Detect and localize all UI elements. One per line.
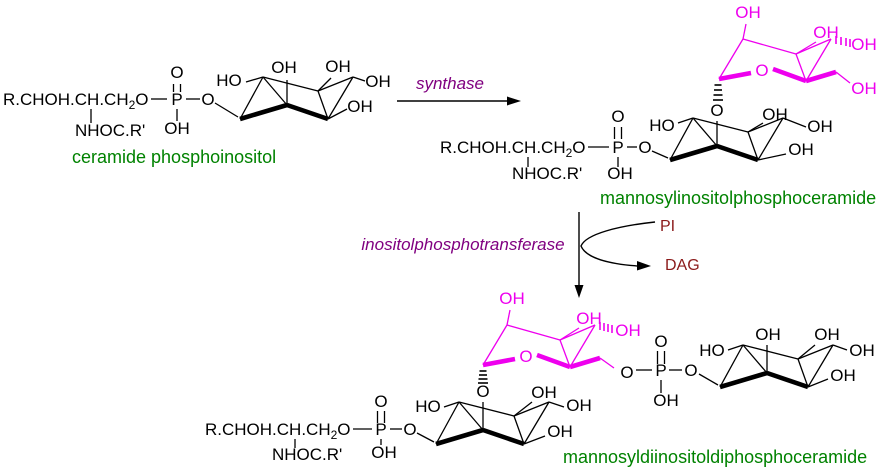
atom-oh: OH [164,119,190,138]
reaction-step-2: inositolphosphotransferase PI DAG [361,212,700,298]
atom-oh: OH [615,321,641,340]
atom-oh: OH [531,383,557,402]
atom-o-link: O [403,420,416,439]
atom-o-link: O [684,361,697,380]
atom-oh: OH [788,140,814,159]
atom-p: P [375,420,386,439]
inositol-ring-3a-bonds [435,401,565,447]
molecule-ceramide-phosphoinositol: R.CHOH.CH.CH2O NHOC.R' P O OH O [3,57,391,167]
molecule-name-mannosylinositolphosphoceramide: mannosylinositolphosphoceramide [600,188,876,208]
inositol-ring-3b-bonds [719,344,848,390]
atom-oh: OH [653,391,679,410]
atom-oh: OH [347,97,373,116]
atom-o-double: O [374,392,387,411]
molecule-mannosyldiinositoldiphosphoceramide: R.CHOH.CH.CH2O NHOC.R' P O OH O [205,289,875,467]
arrowhead-down-icon [574,285,584,298]
amide-group-label: NHOC.R' [75,121,145,140]
atom-oh: OH [735,3,761,22]
cofactor-dag-label: DAG [665,257,700,274]
arrowhead-right-icon [637,261,651,271]
atom-oh: OH [755,325,781,344]
phosphate-group-3-bonds [353,411,435,445]
atom-oh: OH [576,309,602,328]
atom-ho: HO [699,341,725,360]
atom-o-glycosidic: O [710,101,723,120]
cofactor-curve-arrow [580,221,656,267]
ceramide-chain-formula: R.CHOH.CH.CH2O [205,420,351,442]
atom-ho: HO [649,116,675,135]
phosphate-group-3b-bonds [636,351,719,393]
atom-p: P [655,361,666,380]
atom-o-link: O [638,138,651,157]
atom-oh: OH [849,341,875,360]
atom-ring-o: O [519,347,532,366]
atom-oh: OH [830,366,856,385]
atom-o-double: O [611,107,624,126]
atom-oh: OH [371,443,397,462]
atom-p: P [171,90,182,109]
atom-oh: OH [813,23,839,42]
atom-ho: HO [216,71,242,90]
amide-group-label: NHOC.R' [272,445,342,464]
inositol-ring-1-bonds [239,76,366,122]
amide-group-label: NHOC.R' [512,164,582,183]
atom-oh: OH [499,289,525,308]
atom-o-double: O [170,63,183,82]
atom-oh: OH [607,164,633,183]
phosphate-group-1-bonds [151,84,239,121]
atom-oh: OH [547,422,573,441]
cofactor-pi-label: PI [660,218,675,235]
ceramide-chain-formula: R.CHOH.CH.CH2O [440,138,586,160]
atom-oh: OH [365,72,391,91]
atom-o-double: O [654,332,667,351]
mannose-ring-3-bonds [478,309,615,384]
atom-oh: OH [762,105,788,124]
atom-o-glycosidic: O [476,382,489,401]
phosphate-group-2-bonds [588,127,669,167]
molecule-name-ceramide-phosphoinositol: ceramide phosphoinositol [72,147,276,167]
atom-o-link: O [201,90,214,109]
atom-ho: HO [415,397,441,416]
atom-o-link: O [620,363,633,382]
mannose-ring-2-bonds [713,23,851,101]
atom-oh: OH [271,58,297,77]
molecule-name-mannosyldiinositoldiphosphoceramide: mannosyldiinositoldiphosphoceramide [563,447,867,467]
arrowhead-right-icon [507,96,521,106]
reaction-step-1: synthase [397,74,521,106]
atom-oh: OH [851,79,877,98]
atom-oh: OH [325,57,351,76]
atom-oh: OH [851,35,877,54]
atom-oh: OH [814,325,840,344]
enzyme-label-inositolphosphotransferase: inositolphosphotransferase [361,235,564,254]
atom-p: P [612,138,623,157]
atom-oh: OH [566,396,592,415]
ceramide-chain-formula: R.CHOH.CH.CH2O [3,90,149,112]
molecule-mannosylinositolphosphoceramide: R.CHOH.CH.CH2O NHOC.R' P O OH O [440,3,877,208]
atom-oh: OH [807,117,833,136]
atom-ring-o: O [755,61,768,80]
enzyme-label-synthase: synthase [416,74,484,93]
inositol-ring-2-bonds [669,117,807,163]
